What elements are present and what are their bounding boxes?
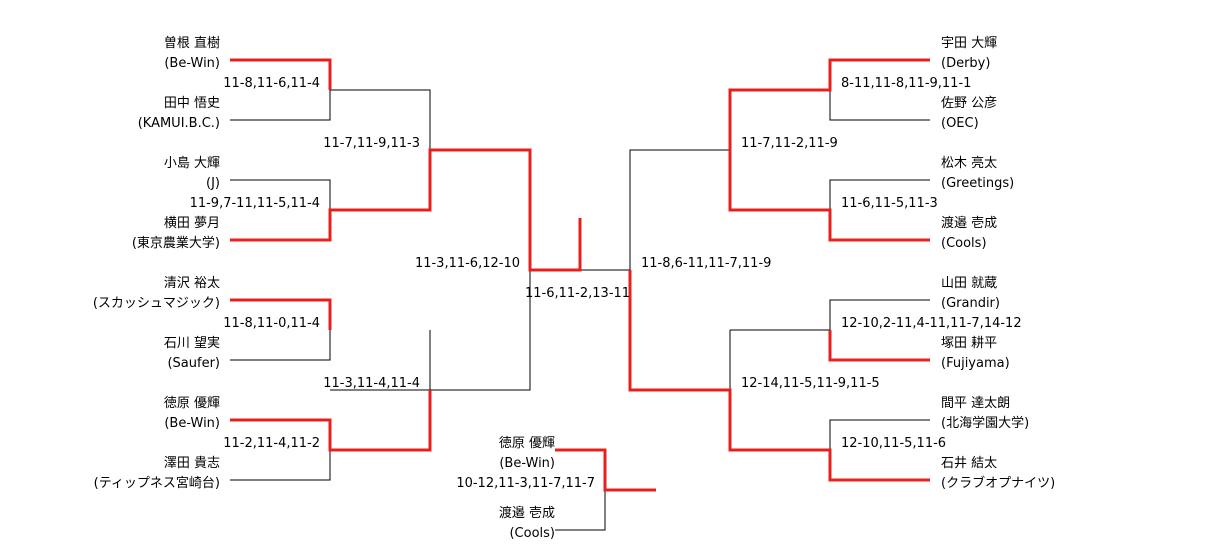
right-r1-score-3: 12-10,2-11,4-11,11-7,14-12 — [841, 316, 1022, 331]
right-player-8-name: 石井 結太 — [941, 456, 998, 471]
right-semi-score: 11-8,6-11,11-7,11-9 — [641, 256, 772, 271]
left-player-7-name: 徳原 優輝 — [163, 396, 220, 411]
right-r1-score-4: 12-10,11-5,11-6 — [841, 436, 947, 451]
right-player-4-team: (Cools) — [941, 236, 987, 251]
right-player-1-team: (Derby) — [941, 56, 991, 71]
bracket-line — [330, 89, 431, 150]
left-r2-score-2: 11-3,11-4,11-4 — [323, 376, 420, 391]
left-player-6-name: 石川 望実 — [163, 336, 220, 351]
left-player-7-team: (Be-Win) — [164, 416, 220, 431]
left-player-4-team: (東京農業大学) — [131, 236, 220, 251]
right-player-8-team: (クラブオプナイツ) — [941, 476, 1056, 491]
right-player-6-team: (Fujiyama) — [941, 356, 1010, 371]
right-r1-score-2: 11-6,11-5,11-3 — [841, 196, 938, 211]
left-player-1-name: 曽根 直樹 — [163, 36, 220, 51]
right-player-5-team: (Grandir) — [941, 296, 1000, 311]
left-player-2-name: 田中 悟史 — [163, 96, 220, 111]
third-place-score: 10-12,11-3,11-7,11-7 — [456, 476, 595, 491]
left-semi-score: 11-3,11-6,12-10 — [414, 256, 520, 271]
left-player-6-team: (Saufer) — [167, 356, 220, 371]
bracket-line — [430, 270, 531, 391]
left-r1-score-4: 11-2,11-4,11-2 — [223, 436, 320, 451]
right-player-7-name: 間平 達太朗 — [941, 396, 1011, 411]
winner-line — [728, 58, 930, 242]
right-player-6-name: 塚田 耕平 — [941, 336, 998, 351]
third-place-player-1-name: 徳原 優輝 — [498, 436, 555, 451]
winner-line — [230, 58, 332, 90]
third-place-player-2-team: (Cools) — [509, 526, 555, 541]
left-r1-score-1: 11-8,11-6,11-4 — [223, 76, 320, 91]
bracket-line — [230, 179, 331, 210]
winner-line — [828, 330, 930, 362]
left-player-8-name: 澤田 貴志 — [163, 456, 220, 471]
left-player-3-team: (J) — [206, 176, 220, 191]
left-player-2-team: (KAMUI.B.C.) — [137, 116, 220, 131]
left-player-5-team: (スカッシュマジック) — [92, 296, 220, 311]
left-player-5-name: 清沢 裕太 — [163, 276, 220, 291]
left-r1-score-2: 11-9,7-11,11-5,11-4 — [189, 196, 320, 211]
left-player-8-team: (ティップネス宮崎台) — [93, 476, 220, 491]
right-player-3-team: (Greetings) — [941, 176, 1015, 191]
winner-line — [230, 390, 432, 452]
right-player-7-team: (北海学園大学) — [941, 416, 1030, 431]
winner-path-lines — [230, 58, 930, 492]
right-r2-score-1: 11-7,11-2,11-9 — [741, 136, 838, 151]
left-player-4-name: 横田 夢月 — [163, 216, 220, 231]
right-r2-score-2: 12-14,11-5,11-9,11-5 — [741, 376, 880, 391]
right-player-3-name: 松木 亮太 — [941, 156, 998, 171]
right-player-2-team: (OEC) — [941, 116, 979, 131]
bracket-line — [580, 149, 730, 271]
third-place-player-2-name: 渡邉 壱成 — [498, 506, 555, 521]
right-player-4-name: 渡邉 壱成 — [941, 216, 998, 231]
bracket-line — [555, 490, 606, 531]
bracket-line — [230, 90, 331, 121]
bracket-line — [829, 90, 930, 121]
bracket-line — [230, 450, 331, 481]
bracket-lines — [230, 89, 930, 531]
bracket-line — [829, 419, 930, 450]
winner-line — [230, 148, 582, 272]
winner-line — [555, 448, 656, 492]
left-r1-score-3: 11-8,11-0,11-4 — [223, 316, 320, 331]
winner-line — [230, 298, 332, 330]
bracket-line — [230, 330, 331, 361]
final-score: 11-6,11-2,13-11 — [525, 286, 631, 301]
right-player-1-name: 宇田 大輝 — [941, 36, 998, 51]
bracket-line — [829, 179, 930, 210]
left-player-1-team: (Be-Win) — [164, 56, 220, 71]
left-player-3-name: 小島 大輝 — [163, 156, 220, 171]
right-player-2-name: 佐野 公彦 — [941, 96, 998, 111]
right-player-5-name: 山田 就蔵 — [941, 276, 998, 291]
right-r1-score-1: 8-11,11-8,11-9,11-1 — [841, 76, 972, 91]
left-r2-score-1: 11-7,11-9,11-3 — [323, 136, 420, 151]
third-place-player-1-team: (Be-Win) — [499, 456, 555, 471]
